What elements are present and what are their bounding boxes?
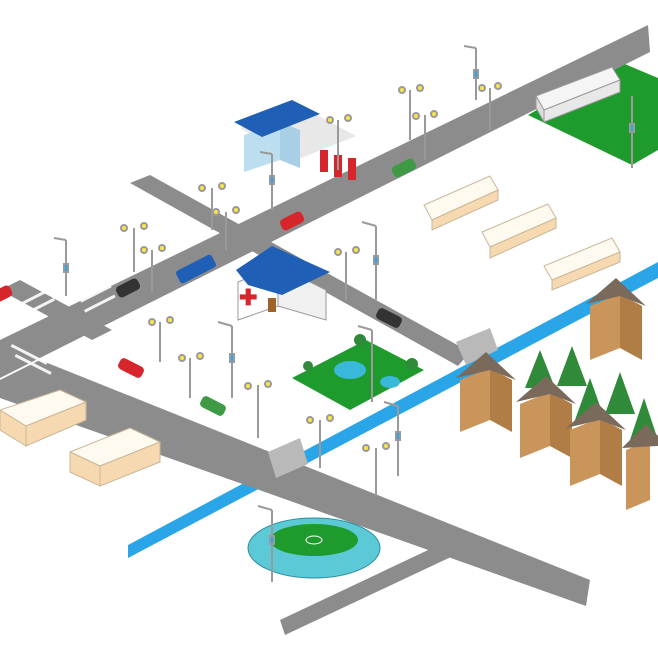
pole (383, 401, 401, 476)
car (391, 158, 417, 178)
pole (217, 321, 235, 398)
street-light (306, 414, 334, 468)
bottom-road (280, 535, 470, 635)
street-light (478, 82, 502, 130)
street-light (148, 316, 174, 362)
cross-road-left (0, 280, 112, 340)
street-light (412, 110, 438, 160)
pole (53, 237, 69, 296)
cars (0, 158, 417, 416)
pole (629, 96, 635, 168)
car (200, 396, 226, 416)
low-building (423, 175, 499, 231)
street-light (244, 380, 272, 438)
low-building (0, 389, 88, 447)
low-building (68, 427, 162, 487)
clinic: ✚ (236, 246, 330, 321)
pole (361, 221, 379, 300)
street-lights (120, 82, 502, 496)
gas-station (234, 100, 356, 180)
houses (456, 278, 658, 510)
car (115, 278, 141, 298)
pole (357, 325, 373, 402)
street-light (120, 222, 148, 272)
car (376, 308, 402, 328)
house (456, 352, 516, 432)
utility-poles (53, 45, 635, 582)
street-light (198, 182, 226, 230)
bridge (268, 328, 498, 478)
park-pond (334, 361, 366, 379)
low-buildings (0, 175, 621, 487)
crosswalk (10, 284, 116, 375)
pole (463, 45, 479, 100)
house (516, 376, 576, 458)
warehouse (535, 66, 621, 124)
low-building (481, 203, 557, 259)
pole (259, 151, 275, 210)
street-light (362, 442, 390, 496)
car (279, 211, 305, 231)
car (118, 358, 144, 378)
stadium (247, 517, 381, 579)
pole (257, 505, 275, 582)
park (292, 334, 424, 410)
house (566, 402, 626, 486)
street-light (326, 114, 352, 170)
house (586, 278, 646, 360)
clinic-cross-icon: ✚ (239, 285, 257, 310)
street-light (140, 244, 166, 292)
car (0, 285, 13, 303)
street-light (398, 84, 424, 140)
main-road-upper (0, 25, 650, 378)
green-lot (528, 62, 658, 165)
house (622, 424, 658, 510)
low-building (543, 237, 621, 291)
street-light (334, 246, 360, 300)
street-light (178, 352, 204, 398)
car (176, 254, 216, 284)
street-light (212, 206, 240, 250)
